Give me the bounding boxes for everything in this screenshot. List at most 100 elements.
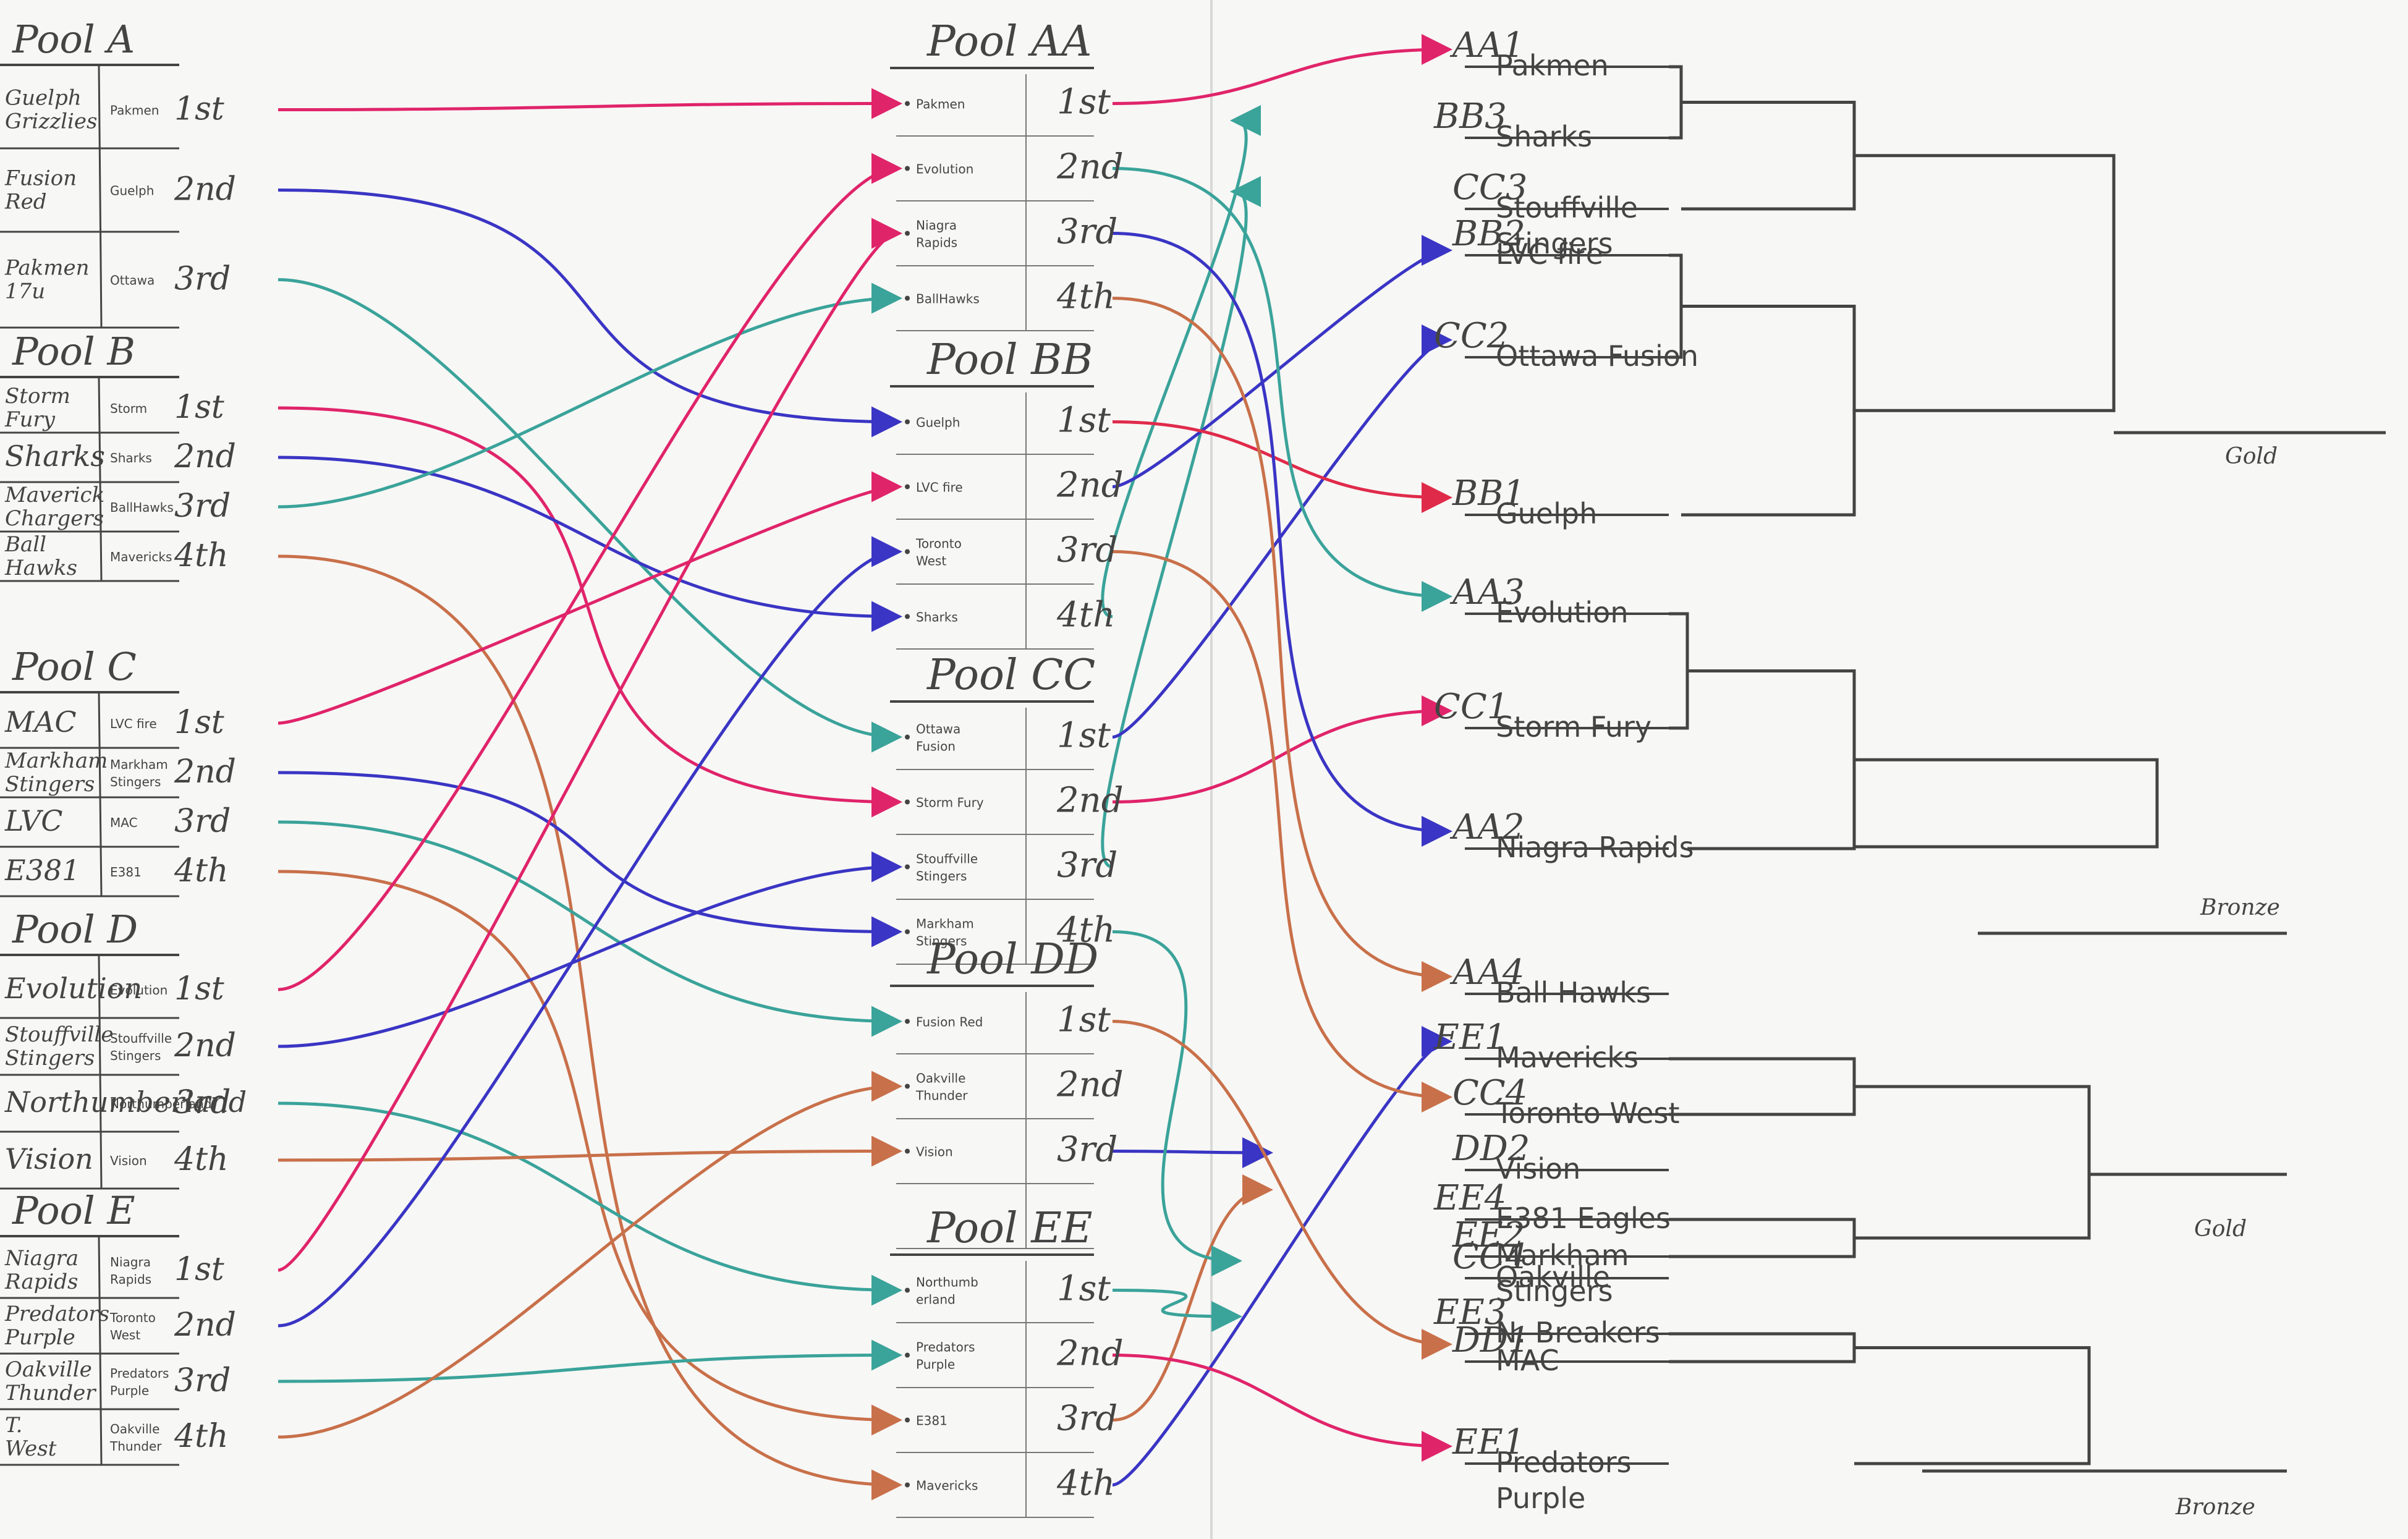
place-label: 2nd (174, 1027, 236, 1064)
column-divider (98, 1236, 103, 1465)
bracket-team: Guelph (1496, 497, 1597, 530)
entry-dot (905, 231, 910, 236)
typed-team: Thunder (109, 1439, 162, 1454)
handwritten-team: Northumberland (4, 1085, 247, 1119)
typed-team: Rapids (916, 235, 957, 250)
entry-dot (905, 799, 910, 805)
typed-team: Stingers (110, 1048, 161, 1063)
advance-arrow (278, 1101, 902, 1306)
advance-arrow (278, 771, 902, 948)
entry-dot (905, 864, 910, 870)
typed-team: Purple (916, 1357, 955, 1372)
bracket-team: Pakmen (1496, 49, 1609, 82)
typed-team: Ottawa (916, 722, 960, 737)
bracket-join (1687, 669, 1856, 850)
bracket-team: Stingers (1496, 227, 1613, 260)
advance-arrow (278, 870, 902, 1436)
bracket-team: Predators (1496, 1446, 1632, 1479)
typed-team: Sharks (110, 451, 152, 465)
handwritten-team: Fury (4, 407, 56, 432)
typed-team: Toronto (915, 536, 962, 551)
handwritten-team: Oakville (5, 1357, 92, 1382)
typed-team: Stingers (916, 934, 967, 949)
bracket-join (1854, 1085, 2091, 1240)
bracket-team: Ball Hawks (1496, 976, 1651, 1009)
advance-arrow (1112, 1020, 1452, 1360)
place-label: 1st (1057, 1269, 1111, 1309)
typed-team: Predators (110, 1366, 169, 1381)
bracket-team: Vision (1496, 1152, 1580, 1185)
typed-team: Fusion (916, 739, 956, 754)
place-label: 4th (174, 537, 228, 574)
place-label: 3rd (1057, 1399, 1117, 1439)
typed-team: BallHawks (916, 292, 980, 307)
typed-team: Guelph (110, 184, 154, 198)
typed-team: LVC fire (110, 716, 157, 731)
typed-team: Pakmen (916, 97, 965, 112)
entry-dot (905, 929, 910, 935)
column-divider (98, 64, 103, 328)
handwritten-team: Grizzlies (5, 109, 97, 134)
typed-team: erland (916, 1292, 956, 1307)
advance-arrow (278, 282, 902, 509)
handwritten-team: LVC (4, 804, 63, 837)
place-label: 2nd (1056, 465, 1124, 506)
place-label: 2nd (1056, 1065, 1124, 1105)
entry-dot (905, 101, 910, 106)
seed-code: EE4 (1433, 1178, 1506, 1218)
gold-label: Gold (2194, 1216, 2247, 1242)
place-label: 2nd (1056, 147, 1124, 187)
typed-team: Predators (916, 1340, 975, 1355)
place-label: 4th (174, 1141, 228, 1178)
place-label: 3rd (174, 803, 231, 840)
handwritten-team: Storm (5, 384, 70, 409)
bracket-join (1669, 612, 1689, 730)
handwritten-team: Guelph (5, 86, 82, 111)
bracket-team: Oakville (1496, 1260, 1610, 1294)
seed-code: DD2 (1452, 1129, 1530, 1169)
bracket-team: E381 Eagles (1496, 1202, 1671, 1235)
seed-code: CC3 (1452, 167, 1527, 208)
bracket-team: Sharks (1496, 120, 1592, 153)
bracket-team: Evolution (1496, 596, 1628, 629)
entry-dot (905, 1287, 910, 1293)
typed-team: Stingers (110, 774, 161, 789)
place-label: 3rd (174, 1084, 231, 1121)
advance-arrow (278, 189, 902, 438)
bracket-join (1854, 758, 2159, 849)
place-label: 2nd (1056, 1334, 1124, 1374)
bracket-team: Storm Fury (1496, 710, 1651, 744)
bracket-team: Purple (1496, 1482, 1585, 1515)
typed-team: Markham (110, 757, 168, 772)
entry-dot (905, 419, 910, 425)
seed-code: AA3 (1449, 572, 1525, 613)
handwritten-team: Sharks (5, 439, 105, 473)
seed-code: CC1 (1434, 687, 1509, 727)
pool-title: Pool A (12, 17, 135, 62)
advance-arrow (1112, 930, 1242, 1276)
seed-code: AA1 (1449, 25, 1525, 66)
typed-team: Markham (916, 917, 974, 931)
bracket-team: Mavericks (1496, 1041, 1639, 1074)
place-label: 3rd (174, 488, 231, 525)
handwritten-team: Chargers (5, 506, 104, 531)
handwritten-team: West (5, 1436, 57, 1461)
typed-team: Northumberland (110, 1096, 212, 1111)
advance-arrow (1112, 695, 1452, 803)
typed-team: Stouffville (110, 1031, 172, 1046)
typed-team: E381 (916, 1414, 948, 1428)
place-label: 4th (174, 1418, 228, 1455)
bracket-join (1669, 65, 1683, 140)
handwritten-team: Evolution (4, 972, 142, 1005)
typed-team: Fusion Red (916, 1015, 983, 1030)
entry-dot (905, 484, 910, 490)
seed-code: EE1 (1452, 1422, 1525, 1462)
typed-team: Sharks (916, 610, 958, 625)
handwritten-team: E381 (4, 854, 80, 887)
entry-dot (905, 1417, 910, 1423)
seed-code: EE3 (1433, 1292, 1506, 1333)
bracket-team: Ottawa Fusion (1496, 339, 1698, 373)
advance-arrow (1101, 105, 1261, 618)
column-divider (98, 376, 103, 582)
